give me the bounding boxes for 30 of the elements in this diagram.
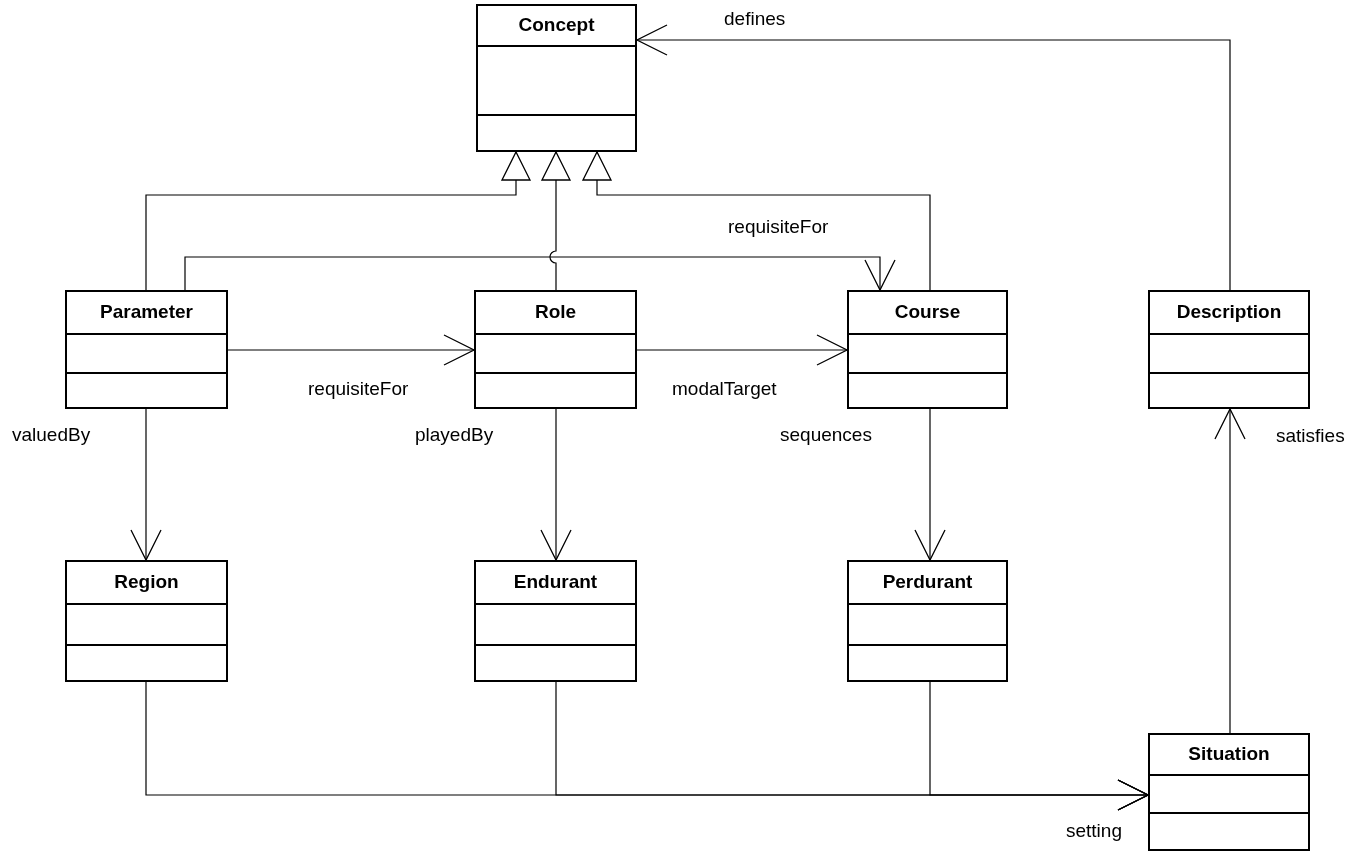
class-box <box>1148 733 1310 851</box>
generalization-arrow <box>541 151 571 291</box>
class-name: Perdurant <box>882 570 973 595</box>
class-name: Situation <box>1188 742 1270 767</box>
association-arrow <box>184 256 896 291</box>
association-arrow <box>636 24 1231 291</box>
generalization-arrow <box>145 151 531 291</box>
class-name: Parameter <box>100 300 193 325</box>
class-box <box>1148 290 1310 409</box>
association-arrow <box>130 408 162 561</box>
generalization-arrow <box>582 151 931 291</box>
class-name: Endurant <box>513 570 598 595</box>
class-box <box>847 560 1008 682</box>
association-arrow <box>227 334 475 366</box>
association-arrow <box>540 408 572 561</box>
class-box <box>474 560 637 682</box>
class-box <box>65 290 228 409</box>
association-arrow <box>1214 408 1246 734</box>
association-arrow <box>929 681 1149 811</box>
class-box <box>476 4 637 152</box>
class-name: Description <box>1176 300 1282 325</box>
association-arrow <box>636 334 848 366</box>
class-box <box>847 290 1008 409</box>
class-box <box>474 290 637 409</box>
class-name: Course <box>894 300 961 325</box>
class-name: Role <box>534 300 577 325</box>
association-arrow <box>914 408 946 561</box>
class-name: Region <box>114 570 179 595</box>
class-name: Concept <box>518 13 595 38</box>
class-box <box>65 560 228 682</box>
